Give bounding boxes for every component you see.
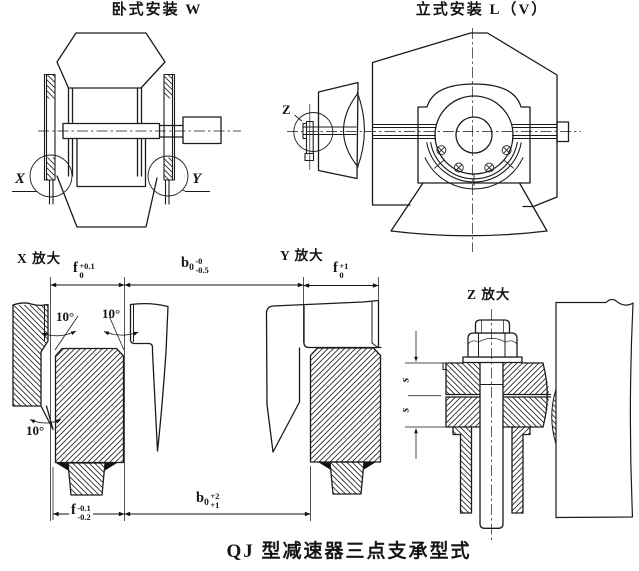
detail-z-hatching bbox=[446, 363, 556, 513]
horizontal-view-hatching bbox=[46, 75, 173, 180]
dim-tol-lower: -0.2 bbox=[77, 512, 91, 523]
horizontal-view-linework bbox=[43, 32, 222, 228]
detail-z-bolt bbox=[462, 319, 523, 529]
dim-subscript: 0 bbox=[189, 263, 194, 273]
angle-label-top-left: 10° bbox=[56, 309, 75, 324]
dim-f-top-x: f +0.1 0 bbox=[73, 261, 95, 281]
vertical-view-z-detail-circle bbox=[293, 104, 334, 170]
dim-subscript: 0 bbox=[204, 498, 209, 508]
detail-x-weld-wedges bbox=[56, 463, 117, 471]
detail-x-title: X 放大 bbox=[17, 251, 62, 266]
detail-y-hatching bbox=[310, 348, 381, 494]
dim-base: f bbox=[73, 260, 78, 276]
dim-tol-upper: +2 bbox=[210, 490, 220, 501]
vertical-view-title: 立式安装 L（V） bbox=[415, 2, 549, 18]
dim-tol-lower: 0 bbox=[79, 270, 84, 281]
detail-z-linework bbox=[442, 298, 634, 519]
detail-x-angle-indicators bbox=[29, 315, 139, 424]
dim-tol-lower: 0 bbox=[339, 270, 344, 281]
angle-label-top-right: 10° bbox=[102, 306, 121, 321]
detail-y-title: Y 放大 bbox=[280, 248, 324, 263]
dim-tol-upper: -0.1 bbox=[77, 502, 91, 513]
detail-marker-y: Y bbox=[192, 171, 202, 187]
dim-base: b bbox=[196, 490, 205, 506]
detail-z-s-dimension bbox=[405, 331, 446, 459]
dim-tol-upper: -0 bbox=[195, 255, 203, 266]
vertical-view-bolts bbox=[433, 145, 515, 186]
dim-base: b bbox=[181, 255, 190, 271]
dim-tol-lower: +1 bbox=[210, 500, 220, 511]
drawing-caption: QJ 型减速器三点支承型式 bbox=[226, 541, 472, 562]
detail-marker-z: Z bbox=[282, 102, 291, 117]
detail-x-hatching bbox=[13, 305, 124, 495]
angle-label-bottom: 10° bbox=[26, 423, 45, 438]
detail-y-linework bbox=[265, 299, 382, 495]
horizontal-view-detail-circles bbox=[12, 154, 210, 198]
detail-z-title: Z 放大 bbox=[467, 287, 511, 302]
detail-y-weld-wedges bbox=[318, 462, 376, 470]
gap-label-s-lower: s bbox=[397, 407, 412, 413]
dim-tol-lower: -0.5 bbox=[195, 265, 209, 276]
dim-b-top: b 0 -0 -0.5 bbox=[181, 256, 209, 276]
dim-f-top-y: f +1 0 bbox=[333, 261, 348, 281]
vertical-view-centerlines bbox=[287, 28, 581, 252]
dim-base: f bbox=[333, 260, 338, 276]
dim-b-bottom: b 0 +2 +1 bbox=[196, 491, 219, 511]
dim-f-bottom: f -0.1 -0.2 bbox=[69, 503, 93, 523]
detail-marker-x: X bbox=[15, 171, 26, 187]
dim-base: f bbox=[71, 502, 76, 518]
horizontal-view-title: 卧式安装 W bbox=[111, 2, 203, 18]
vertical-view-linework bbox=[302, 32, 570, 237]
gap-label-s-upper: s bbox=[397, 377, 412, 383]
dim-tol-upper: +1 bbox=[339, 260, 349, 271]
detail-x-linework bbox=[12, 302, 169, 496]
dimension-lines bbox=[50, 282, 379, 517]
dim-tol-upper: +0.1 bbox=[79, 260, 95, 271]
